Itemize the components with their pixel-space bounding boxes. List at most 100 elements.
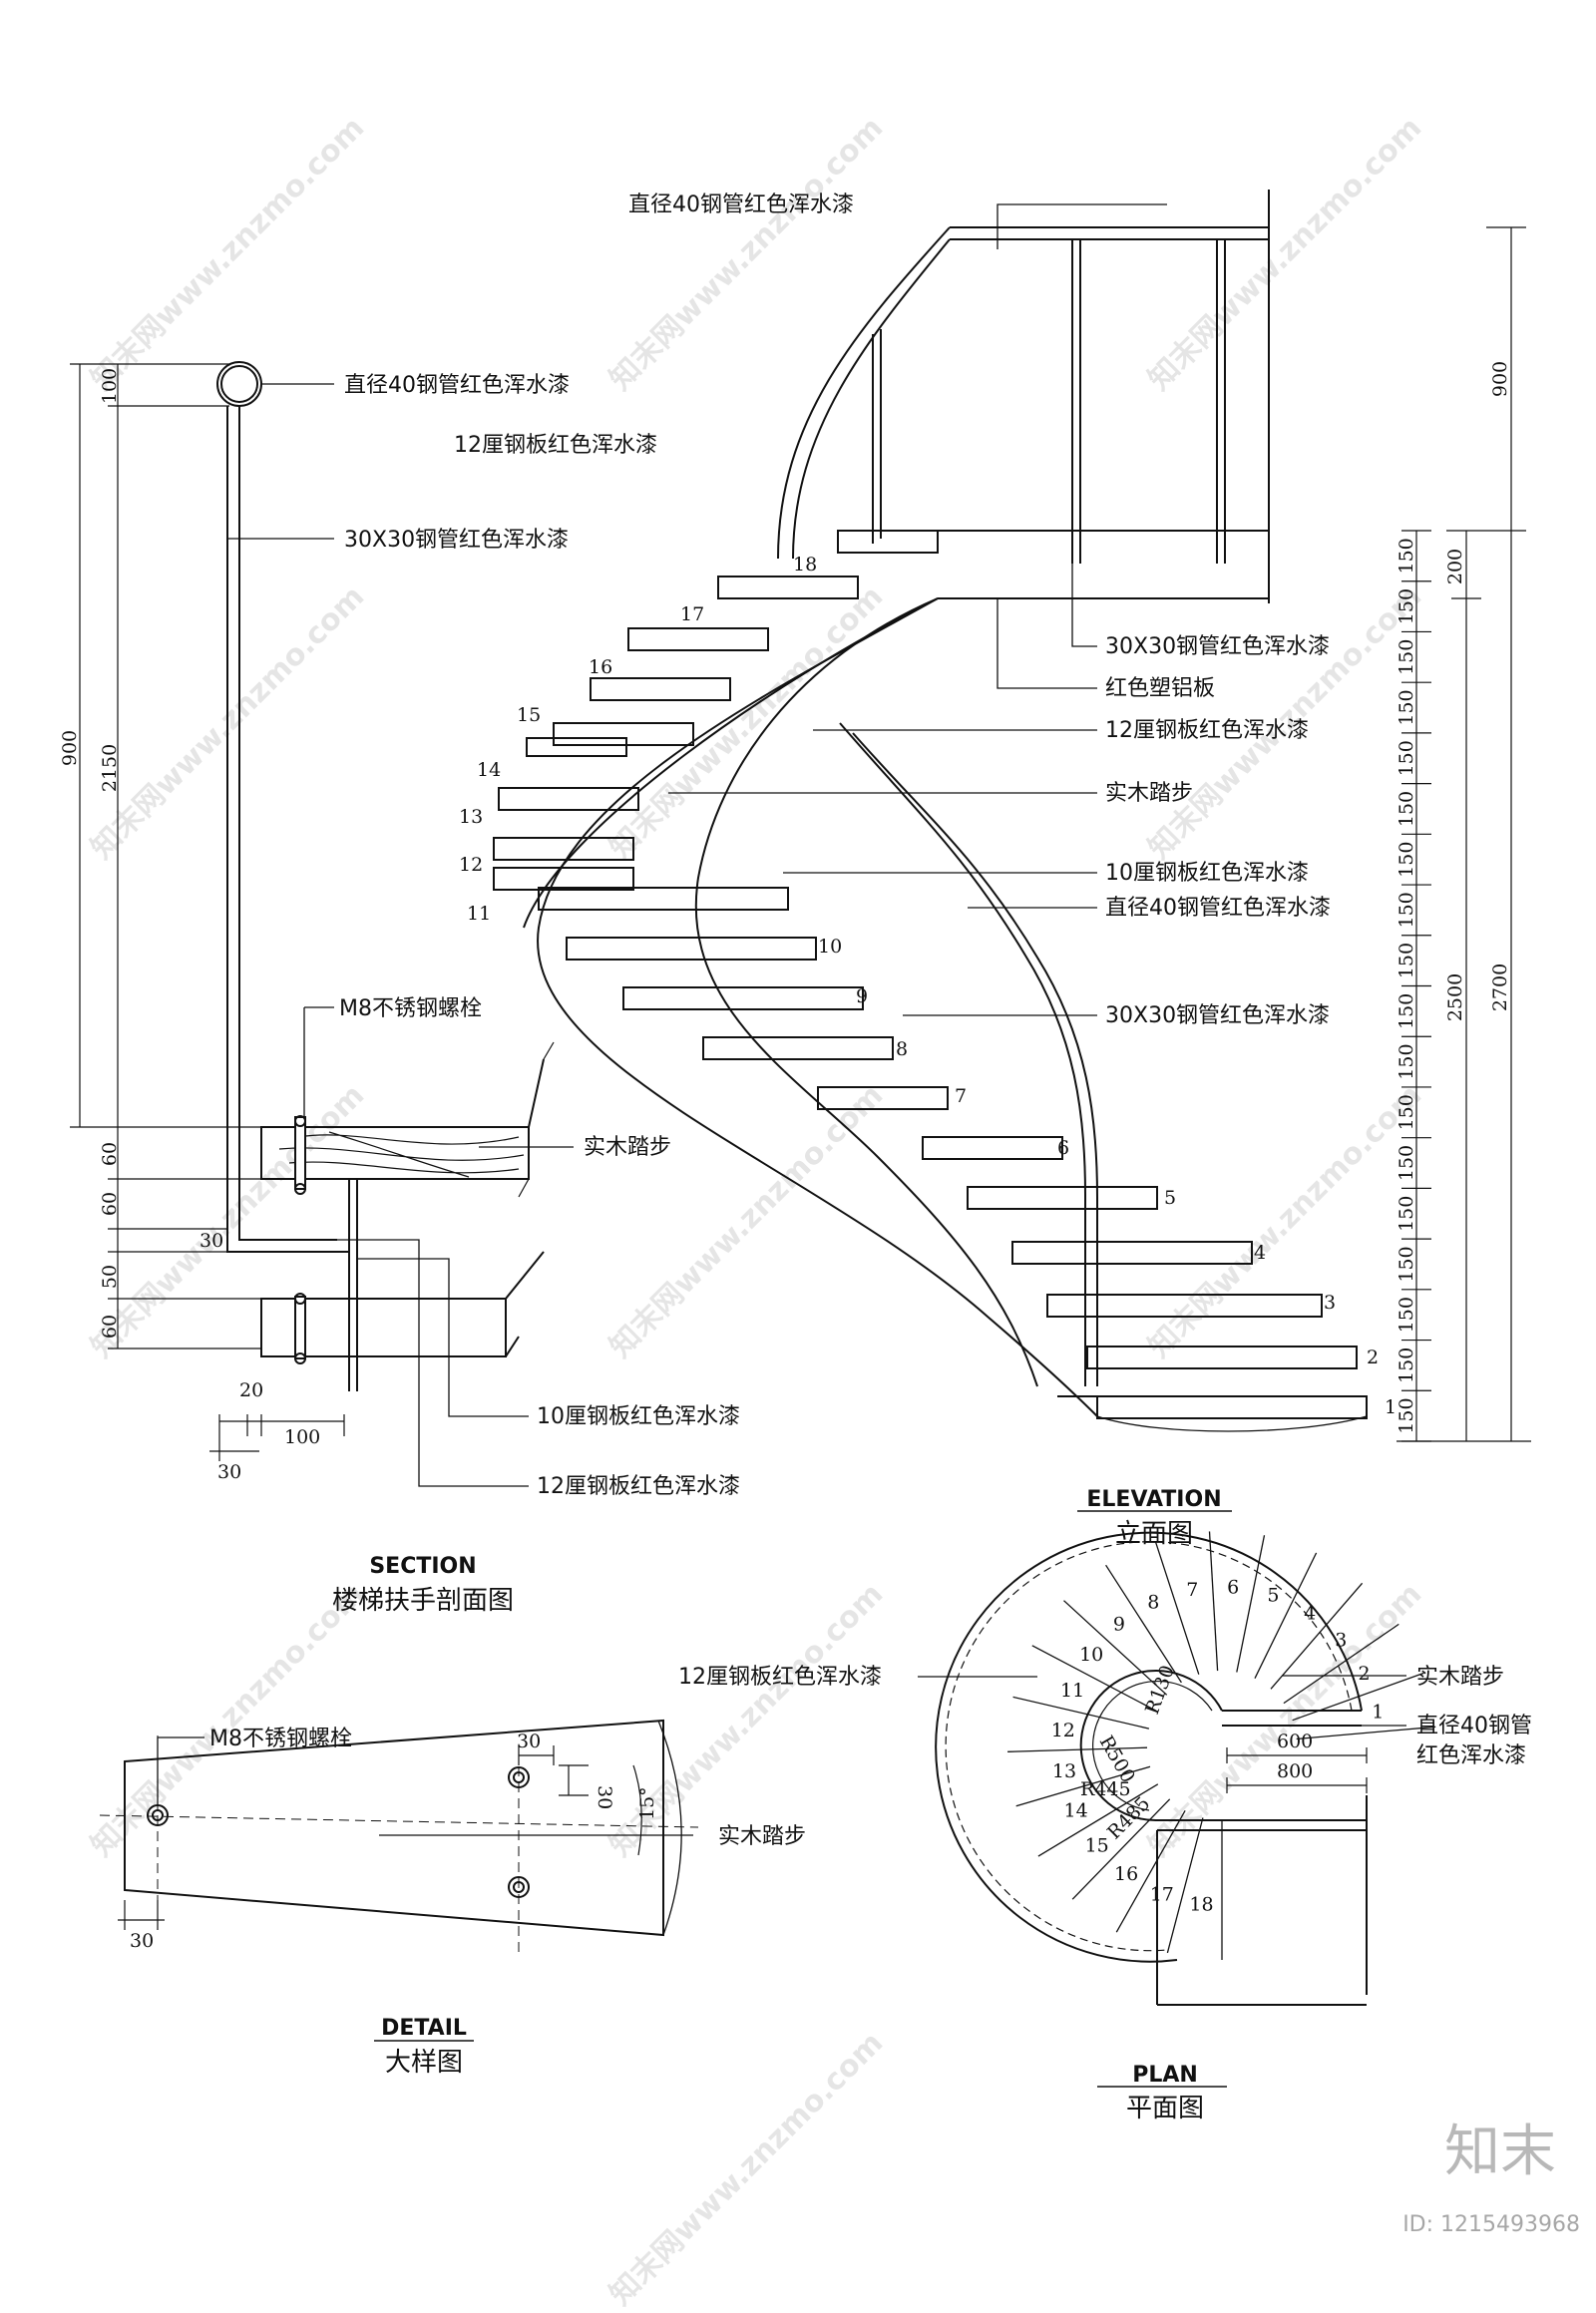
plan-dim-600: 600 [1277,1731,1313,1752]
dim-30-bottom: 30 [217,1461,241,1483]
dim-step-150: 150 [1396,639,1417,675]
dim-30-bend: 30 [200,1230,223,1252]
elev-step-number: 16 [589,656,612,678]
section-note-tube: 30X30钢管红色浑水漆 [344,528,569,553]
elev-note-tread: 实木踏步 [1105,781,1193,806]
dim-60a: 60 [99,1142,121,1166]
elev-note-pipe40: 直径40钢管红色浑水漆 [1105,896,1331,921]
detail-dim-30c: 30 [130,1930,154,1952]
plan-step-number: 6 [1227,1576,1239,1598]
elev-step-number: 12 [459,854,483,876]
dim-900-section: 900 [59,730,81,766]
plan-view [918,1531,1436,2088]
elev-note-plate12: 12厘钢板红色浑水漆 [1105,718,1309,743]
dim-step-150: 150 [1396,993,1417,1029]
elev-step-number: 1 [1385,1396,1396,1418]
elevation-title-en: ELEVATION [1086,1487,1221,1512]
dim-step-150: 150 [1396,1397,1417,1433]
dim-step-150: 150 [1396,892,1417,928]
elev-step-number: 11 [467,903,491,925]
plan-step-number: 9 [1113,1614,1125,1636]
elev-step-number: 5 [1164,1187,1176,1209]
elev-step-number: 4 [1254,1242,1266,1264]
plan-note-tread: 实木踏步 [1416,1665,1504,1690]
plan-note-plate12: 12厘钢板红色浑水漆 [678,1665,882,1690]
dim-60c: 60 [99,1315,121,1339]
plan-step-number: 14 [1064,1799,1088,1821]
elev-step-number: 13 [459,806,483,828]
plan-step-number: 17 [1150,1883,1174,1905]
elev-step-number: 10 [818,936,842,958]
dim-step-150: 150 [1396,538,1417,574]
plan-note-pipe-line2: 红色浑水漆 [1416,1743,1526,1768]
dim-step-150: 150 [1396,1246,1417,1282]
plan-step-number: 12 [1051,1720,1075,1741]
dim-step-150: 150 [1396,842,1417,878]
plan-step-number: 16 [1114,1863,1138,1885]
detail-title-cn: 大样图 [385,2048,463,2078]
detail-angle: 15° [636,1786,658,1820]
elev-step-number: 17 [680,603,704,625]
detail-title-en: DETAIL [381,2016,467,2041]
dim-step-150: 150 [1396,689,1417,725]
stair-drawing-sheet: 直径40钢管红色浑水漆 30X30钢管红色浑水漆 M8不锈钢螺栓 实木踏步 10… [59,190,1532,2123]
section-note-handrail-pipe: 直径40钢管红色浑水漆 [344,373,570,398]
plan-dim-r445: R445 [1080,1778,1131,1800]
dim-step-150: 150 [1396,1348,1417,1383]
section-note-plate12: 12厘钢板红色浑水漆 [537,1474,740,1499]
elev-step-number: 15 [517,704,541,726]
dim-step-150: 150 [1396,1145,1417,1181]
elev-note-tube-landing: 30X30钢管红色浑水漆 [1105,634,1330,659]
elev-step-number: 8 [896,1038,908,1060]
detail-note-bolt: M8不锈钢螺栓 [209,1727,352,1751]
plan-step-number: 10 [1079,1644,1103,1666]
plan-title-cn: 平面图 [1126,2094,1204,2123]
section-view [70,361,574,1487]
elev-step-number: 14 [477,759,501,781]
plan-step-number: 4 [1304,1603,1316,1625]
watermark-id: ID: 1215493968 [1402,2212,1580,2237]
dim-2150: 2150 [99,744,121,792]
elev-note-top-pipe: 直径40钢管红色浑水漆 [628,193,854,217]
elev-note-aluminium: 红色塑铝板 [1105,676,1215,701]
elev-step-number: 9 [856,985,868,1007]
watermark-brand: 知末 [1444,2120,1556,2184]
dim-900-elev: 900 [1489,361,1511,397]
elev-step-number: 7 [955,1085,967,1107]
elev-step-number: 18 [793,554,817,576]
section-title-en: SECTION [369,1554,476,1579]
dim-step-150: 150 [1396,740,1417,776]
dim-step-150: 150 [1396,1196,1417,1232]
detail-note-tread: 实木踏步 [718,1824,806,1849]
section-note-plate10: 10厘钢板红色浑水漆 [537,1404,740,1429]
plan-step-number: 2 [1358,1663,1370,1685]
plan-step-number: 15 [1085,1835,1109,1857]
plan-step-number: 13 [1052,1760,1076,1782]
plan-step-number: 1 [1372,1702,1384,1724]
plan-step-number: 3 [1335,1629,1347,1651]
dim-step-150: 150 [1396,1094,1417,1130]
detail-dim-30a: 30 [517,1731,541,1752]
elevation-title-cn: 立面图 [1115,1519,1193,1549]
plan-note-pipe-line1: 直径40钢管 [1416,1714,1532,1738]
dim-step-150: 150 [1396,791,1417,827]
section-wood-tread [260,1126,530,1180]
plan-step-number: 8 [1147,1592,1159,1614]
section-note-bolt: M8不锈钢螺栓 [339,996,482,1021]
elev-step-number: 2 [1367,1347,1379,1368]
dim-step-150: 150 [1396,943,1417,978]
dim-20: 20 [239,1379,263,1401]
plan-step-number: 18 [1189,1894,1213,1916]
dim-2500: 2500 [1444,973,1466,1021]
dim-2700: 2700 [1489,964,1511,1011]
plan-dim-800: 800 [1277,1760,1313,1782]
elev-note-plate12-top: 12厘钢板红色浑水漆 [454,433,657,458]
section-title-cn: 楼梯扶手剖面图 [332,1586,514,1616]
tread-18 [837,530,939,554]
dim-200: 200 [1444,549,1466,584]
dim-60b: 60 [99,1192,121,1216]
elevation-view [493,190,1531,1512]
dim-step-150: 150 [1396,1043,1417,1079]
plan-title-en: PLAN [1132,2063,1198,2088]
plan-step-number: 11 [1060,1680,1084,1702]
